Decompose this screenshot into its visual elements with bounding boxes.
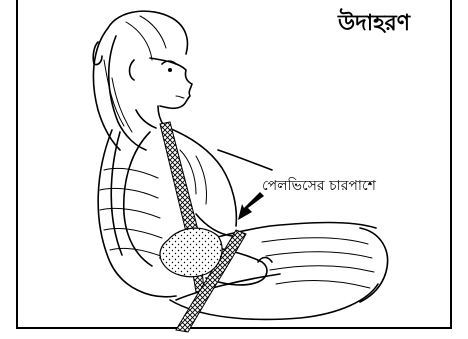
pelvis-region <box>160 228 222 277</box>
face <box>130 58 193 108</box>
callout-label: পেলভিসের চারপাশে <box>262 174 376 198</box>
seat-back <box>98 130 176 297</box>
page-title: উদাহরণ <box>338 6 410 43</box>
arrow-down-left-icon <box>238 192 264 220</box>
